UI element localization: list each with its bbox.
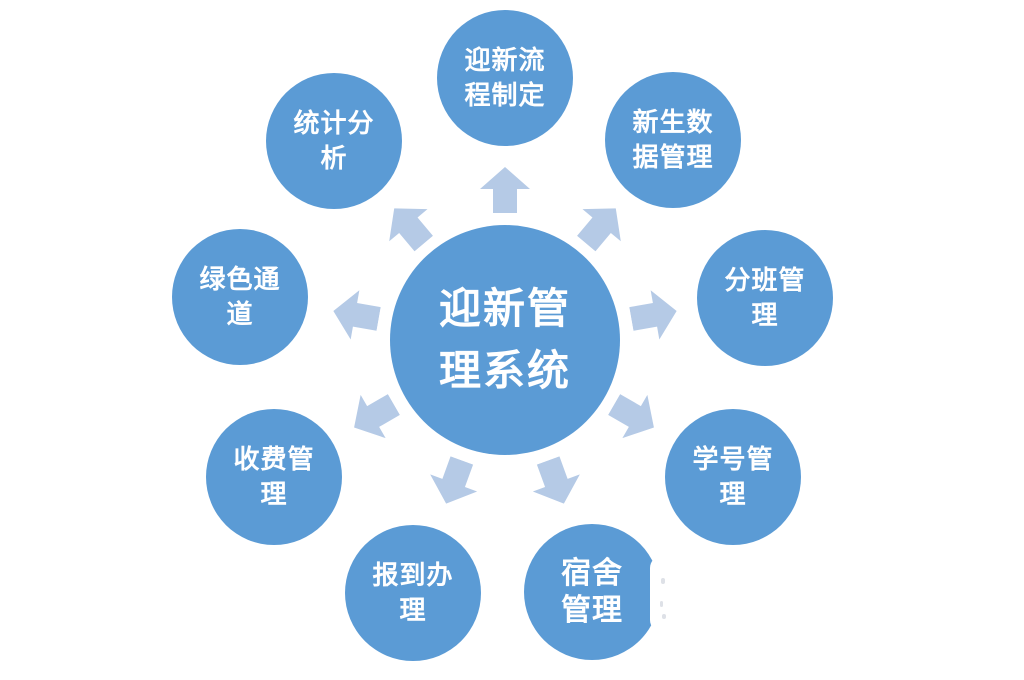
node-label-line1: 绿色通: [199, 264, 281, 294]
node-label-line1: 学号管: [692, 444, 774, 474]
node-label-line1: 迎新流: [464, 45, 546, 75]
node-fee-management: 收费管 理: [206, 409, 342, 545]
center-node-welcome-management-system: 迎新管 理系统: [390, 225, 620, 455]
node-label-line1: 报到办: [372, 560, 454, 590]
node-student-id: 学号管 理: [665, 409, 801, 545]
arrow-down-right-icon: [602, 383, 667, 449]
node-label-line1: 分班管: [724, 265, 806, 295]
arrow-down-icon: [525, 452, 588, 512]
artifact-speck: [662, 614, 666, 619]
node-label-line1: 统计分: [293, 108, 375, 138]
arrow-up-right-icon: [567, 192, 635, 259]
node-freshman-data: 新生数 据管理: [605, 72, 741, 208]
node-label-line2: 理: [399, 595, 427, 625]
arrow-right-icon: [627, 286, 681, 343]
node-label-line2: 理: [751, 300, 779, 330]
erased-watermark-artifact: [650, 556, 678, 632]
node-label-line2: 程制定: [464, 80, 546, 110]
node-green-channel: 绿色通 道: [172, 229, 308, 365]
node-welcome-process: 迎新流 程制定: [437, 10, 573, 146]
center-node-label-line1: 迎新管: [438, 285, 571, 332]
node-label-line1: 收费管: [233, 444, 315, 474]
arrow-left-down-icon: [342, 383, 407, 449]
arrow-left-icon: [329, 286, 383, 343]
arrow-up-icon: [480, 167, 530, 213]
node-label-line2: 道: [226, 299, 254, 329]
node-class-management: 分班管 理: [697, 230, 833, 366]
node-dorm-management: 宿舍 管理: [524, 524, 660, 660]
node-label-line2: 管理: [561, 594, 623, 627]
node-registration: 报到办 理: [345, 525, 481, 661]
node-label-line2: 据管理: [632, 142, 714, 172]
artifact-speck: [661, 578, 665, 584]
artifact-speck: [660, 601, 663, 607]
node-label-line2: 理: [719, 479, 747, 509]
node-label-line2: 析: [320, 143, 348, 173]
node-label-line1: 新生数: [632, 107, 714, 137]
node-label-line2: 理: [260, 479, 288, 509]
center-node-label-line2: 理系统: [438, 347, 571, 394]
arrow-down-left-icon: [423, 452, 486, 512]
arrow-up-left-icon: [375, 192, 443, 259]
node-label-line1: 宿舍: [561, 557, 623, 590]
node-statistics: 统计分 析: [266, 73, 402, 209]
